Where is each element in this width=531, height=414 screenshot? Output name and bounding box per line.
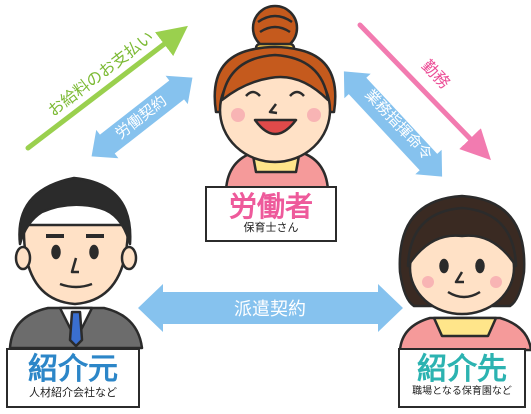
client-title: 紹介先 xyxy=(417,352,507,387)
worker-label-box: 労働者 保育士さん xyxy=(205,186,337,242)
agency-title: 紹介元 xyxy=(28,352,118,387)
worker-title: 労働者 xyxy=(228,190,313,223)
command-label: 業務指揮命令 xyxy=(361,86,436,164)
command-arrow xyxy=(343,71,443,177)
worker-illustration xyxy=(213,4,337,192)
agency-illustration xyxy=(8,176,144,350)
dispatch-label: 派遣契約 xyxy=(234,299,306,320)
client-illustration xyxy=(398,194,531,352)
dispatch-arrow xyxy=(138,284,403,332)
agency-subtitle: 人材紹介会社など xyxy=(29,385,117,399)
labor-contract-arrow xyxy=(91,75,193,159)
salary-arrow xyxy=(25,25,188,151)
worker-subtitle: 保育士さん xyxy=(243,221,299,235)
client-label-box: 紹介先 職場となる保育園など xyxy=(398,348,526,408)
work-arrow xyxy=(357,22,491,161)
agency-label-box: 紹介元 人材紹介会社など xyxy=(6,348,140,408)
client-subtitle: 職場となる保育園など xyxy=(412,385,512,397)
